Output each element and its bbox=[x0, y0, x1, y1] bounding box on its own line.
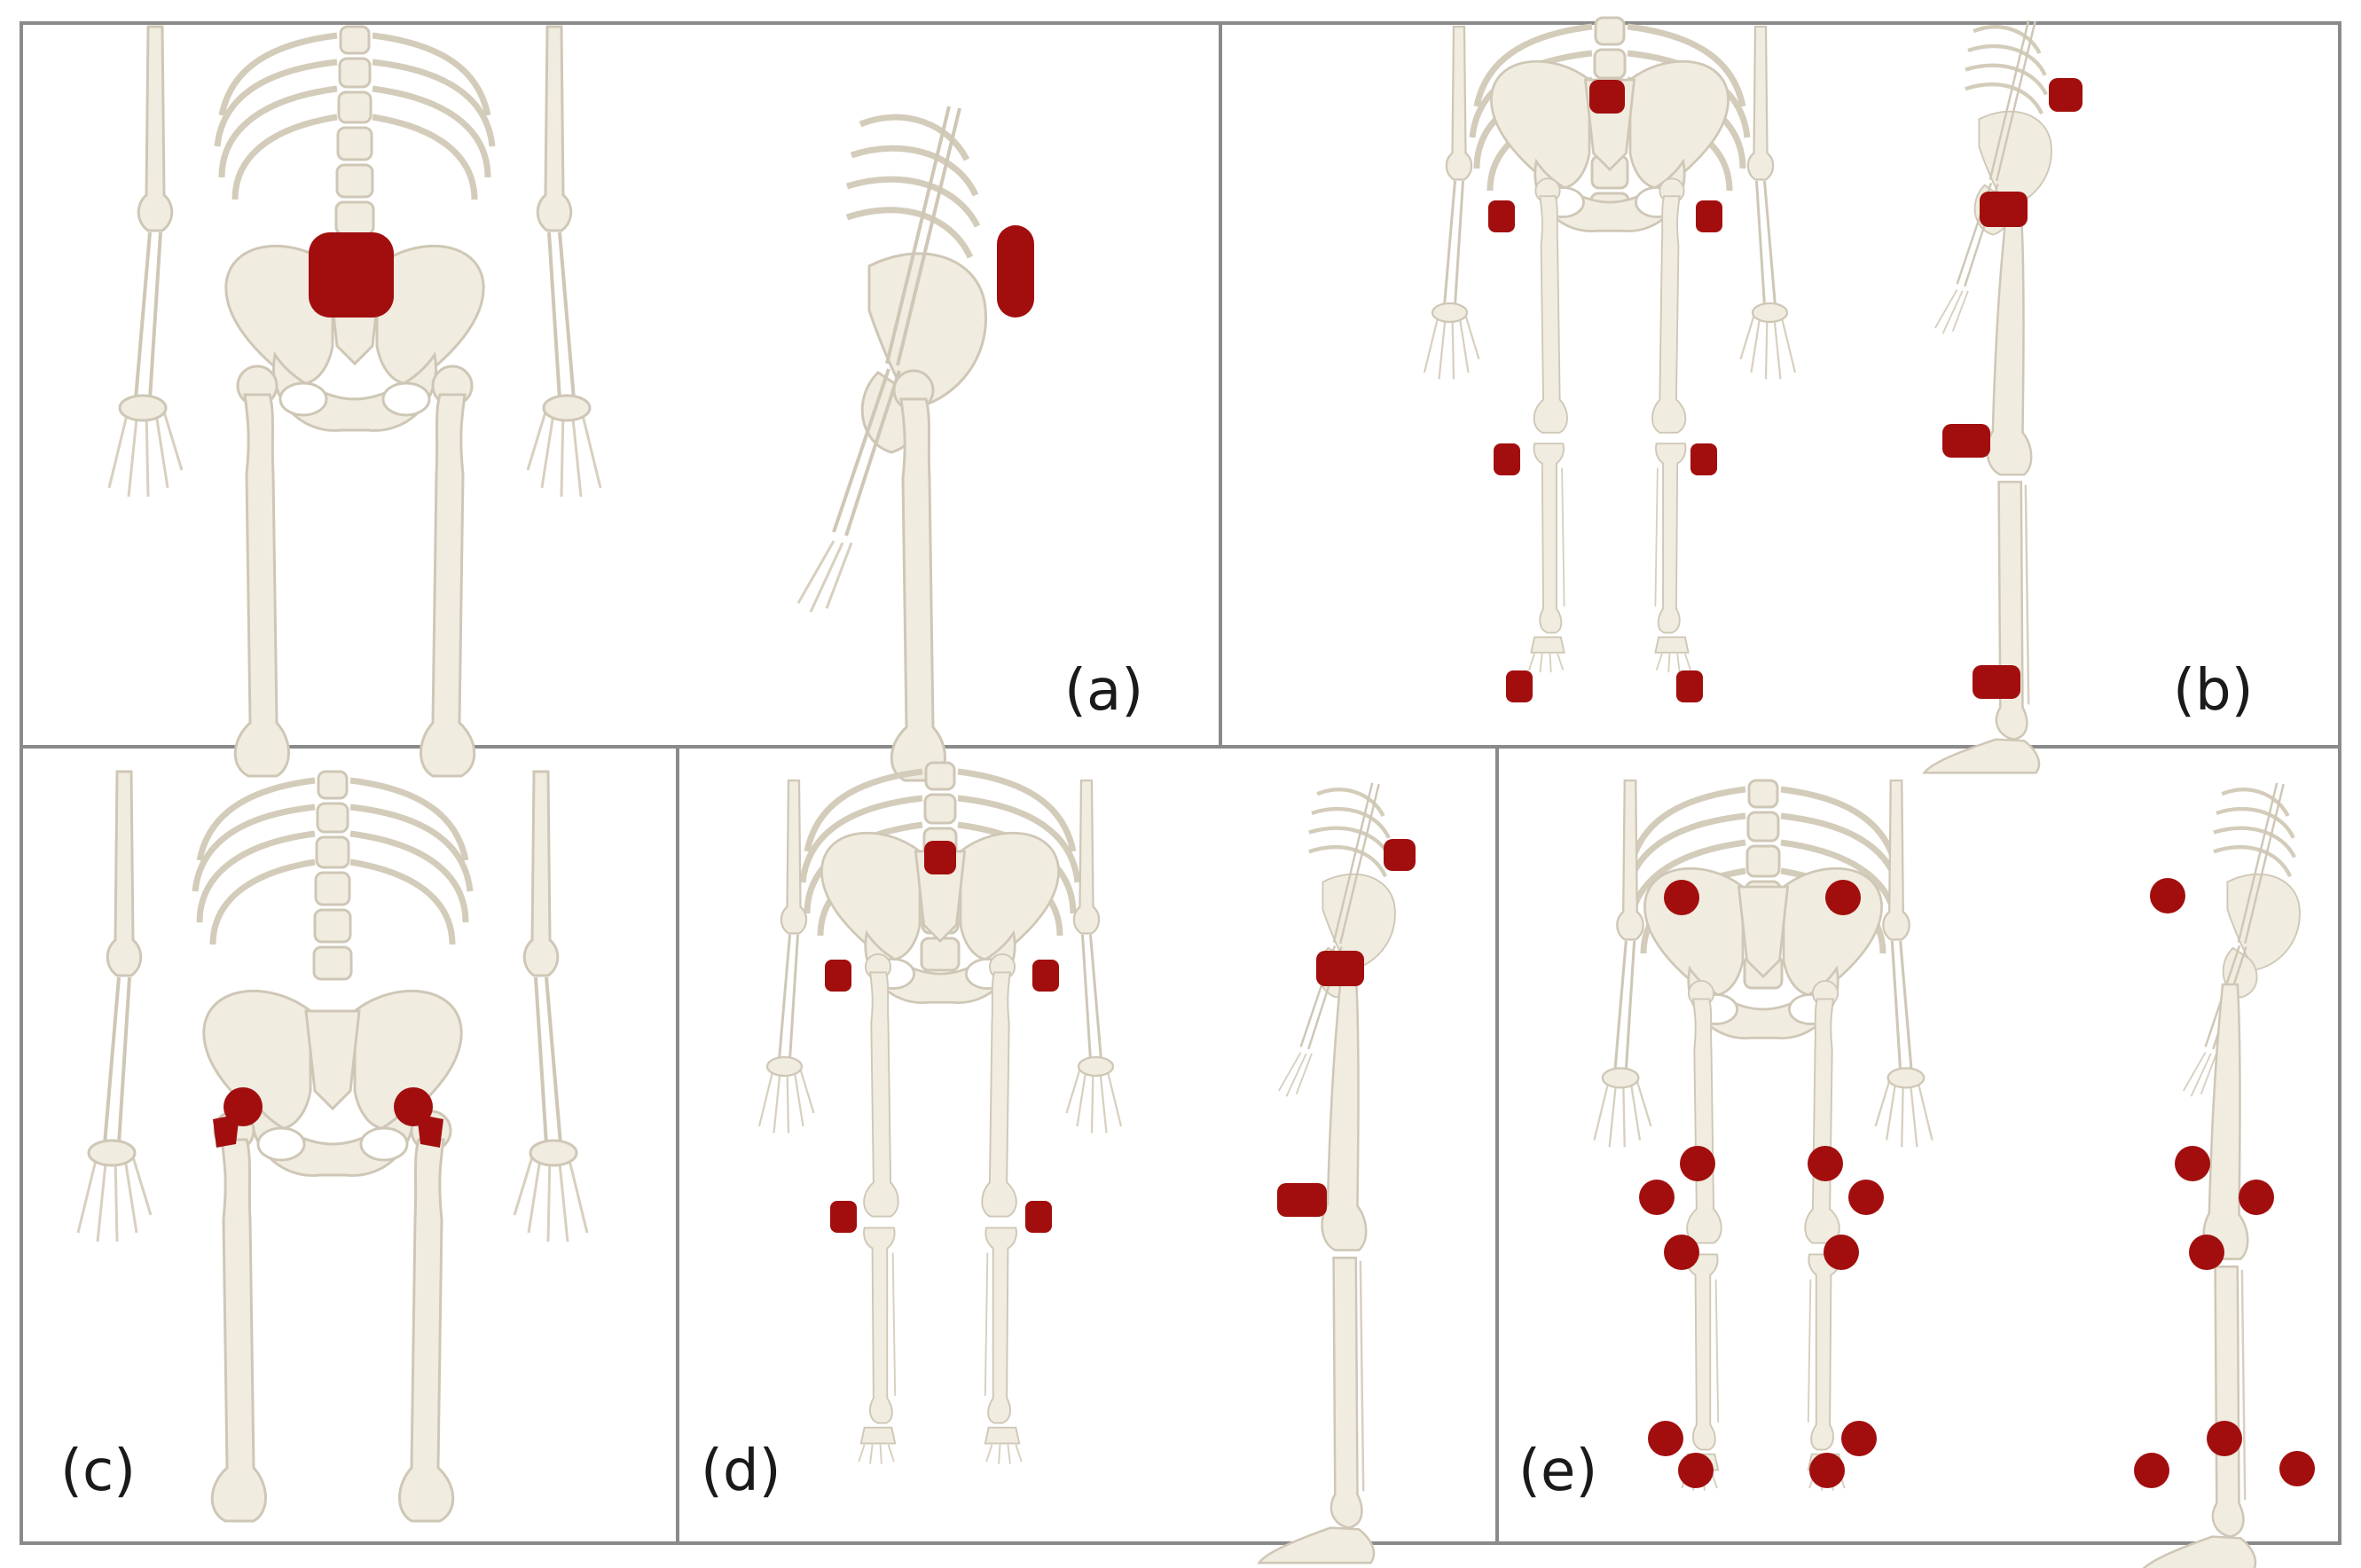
hip-joint-right-highlight bbox=[394, 1087, 443, 1148]
marker-left-heel bbox=[1678, 1453, 1714, 1488]
marker-right-knee bbox=[1690, 443, 1717, 475]
marker-right-shank bbox=[1824, 1235, 1859, 1270]
marker-left-shank bbox=[1664, 1235, 1699, 1270]
panel-a: (a) bbox=[107, 27, 1143, 782]
marker-right-thigh bbox=[1808, 1146, 1843, 1181]
marker-left-asis bbox=[1664, 880, 1699, 915]
skeleton-side-view bbox=[1258, 783, 1395, 1564]
marker-left-ankle bbox=[1648, 1421, 1683, 1456]
marker-right-ankle bbox=[1841, 1421, 1877, 1456]
panel-e-label: (e) bbox=[1518, 1439, 1597, 1504]
marker-left-knee-lateral bbox=[1639, 1180, 1675, 1215]
panel-d: (d) bbox=[701, 763, 1416, 1564]
marker-left-hip bbox=[1488, 200, 1515, 232]
marker-side-pelvis bbox=[997, 225, 1034, 318]
skeleton-front-view bbox=[76, 772, 587, 1523]
marker-right-knee-lateral bbox=[1848, 1180, 1884, 1215]
skeleton-front-view bbox=[1423, 18, 1795, 672]
panel-c-label: (c) bbox=[60, 1439, 136, 1504]
marker-sacrum bbox=[924, 841, 956, 874]
marker-right-heel bbox=[1809, 1453, 1845, 1488]
marker-side-ankle bbox=[1973, 665, 2020, 699]
marker-side-toe bbox=[2279, 1451, 2315, 1486]
marker-right-asis bbox=[1825, 880, 1861, 915]
marker-side-hip bbox=[1980, 192, 2028, 227]
marker-side-hip bbox=[1316, 951, 1364, 986]
marker-side-heel bbox=[2134, 1453, 2169, 1488]
marker-right-ankle bbox=[1676, 670, 1703, 702]
marker-side-pelvis bbox=[2049, 78, 2083, 112]
marker-side-asis bbox=[2150, 878, 2185, 913]
skeleton-side-view bbox=[798, 106, 986, 782]
marker-side-pelvis bbox=[1384, 839, 1416, 871]
panel-a-label: (a) bbox=[1064, 658, 1143, 724]
figure-frame bbox=[20, 21, 2341, 1545]
marker-side-knee bbox=[2239, 1180, 2274, 1215]
marker-right-hip bbox=[1032, 960, 1059, 992]
marker-left-thigh bbox=[1680, 1146, 1715, 1181]
skeleton-front-view bbox=[107, 27, 600, 778]
marker-side-knee bbox=[1277, 1183, 1327, 1217]
marker-left-knee bbox=[1494, 443, 1520, 475]
panel-b-label: (b) bbox=[2173, 658, 2254, 724]
marker-right-knee bbox=[1025, 1201, 1052, 1233]
panel-b: (b) bbox=[1423, 18, 2254, 774]
skeleton-side-view bbox=[1923, 20, 2051, 774]
panel-d-label: (d) bbox=[701, 1439, 781, 1504]
marker-left-hip bbox=[825, 960, 851, 992]
marker-sacrum bbox=[1589, 80, 1625, 114]
marker-side-shank bbox=[2189, 1235, 2224, 1270]
marker-side-thigh bbox=[2175, 1146, 2210, 1181]
panel-e: (e) bbox=[1518, 780, 2315, 1568]
panel-c: (c) bbox=[60, 772, 587, 1523]
hip-joint-left-highlight bbox=[213, 1087, 263, 1148]
marker-right-hip bbox=[1696, 200, 1722, 232]
marker-side-ankle bbox=[2207, 1421, 2242, 1456]
skeleton-front-view bbox=[1592, 780, 1932, 1491]
marker-side-knee bbox=[1942, 424, 1990, 458]
marker-left-knee bbox=[830, 1201, 857, 1233]
marker-left-ankle bbox=[1506, 670, 1533, 702]
marker-sacrum bbox=[309, 232, 394, 318]
